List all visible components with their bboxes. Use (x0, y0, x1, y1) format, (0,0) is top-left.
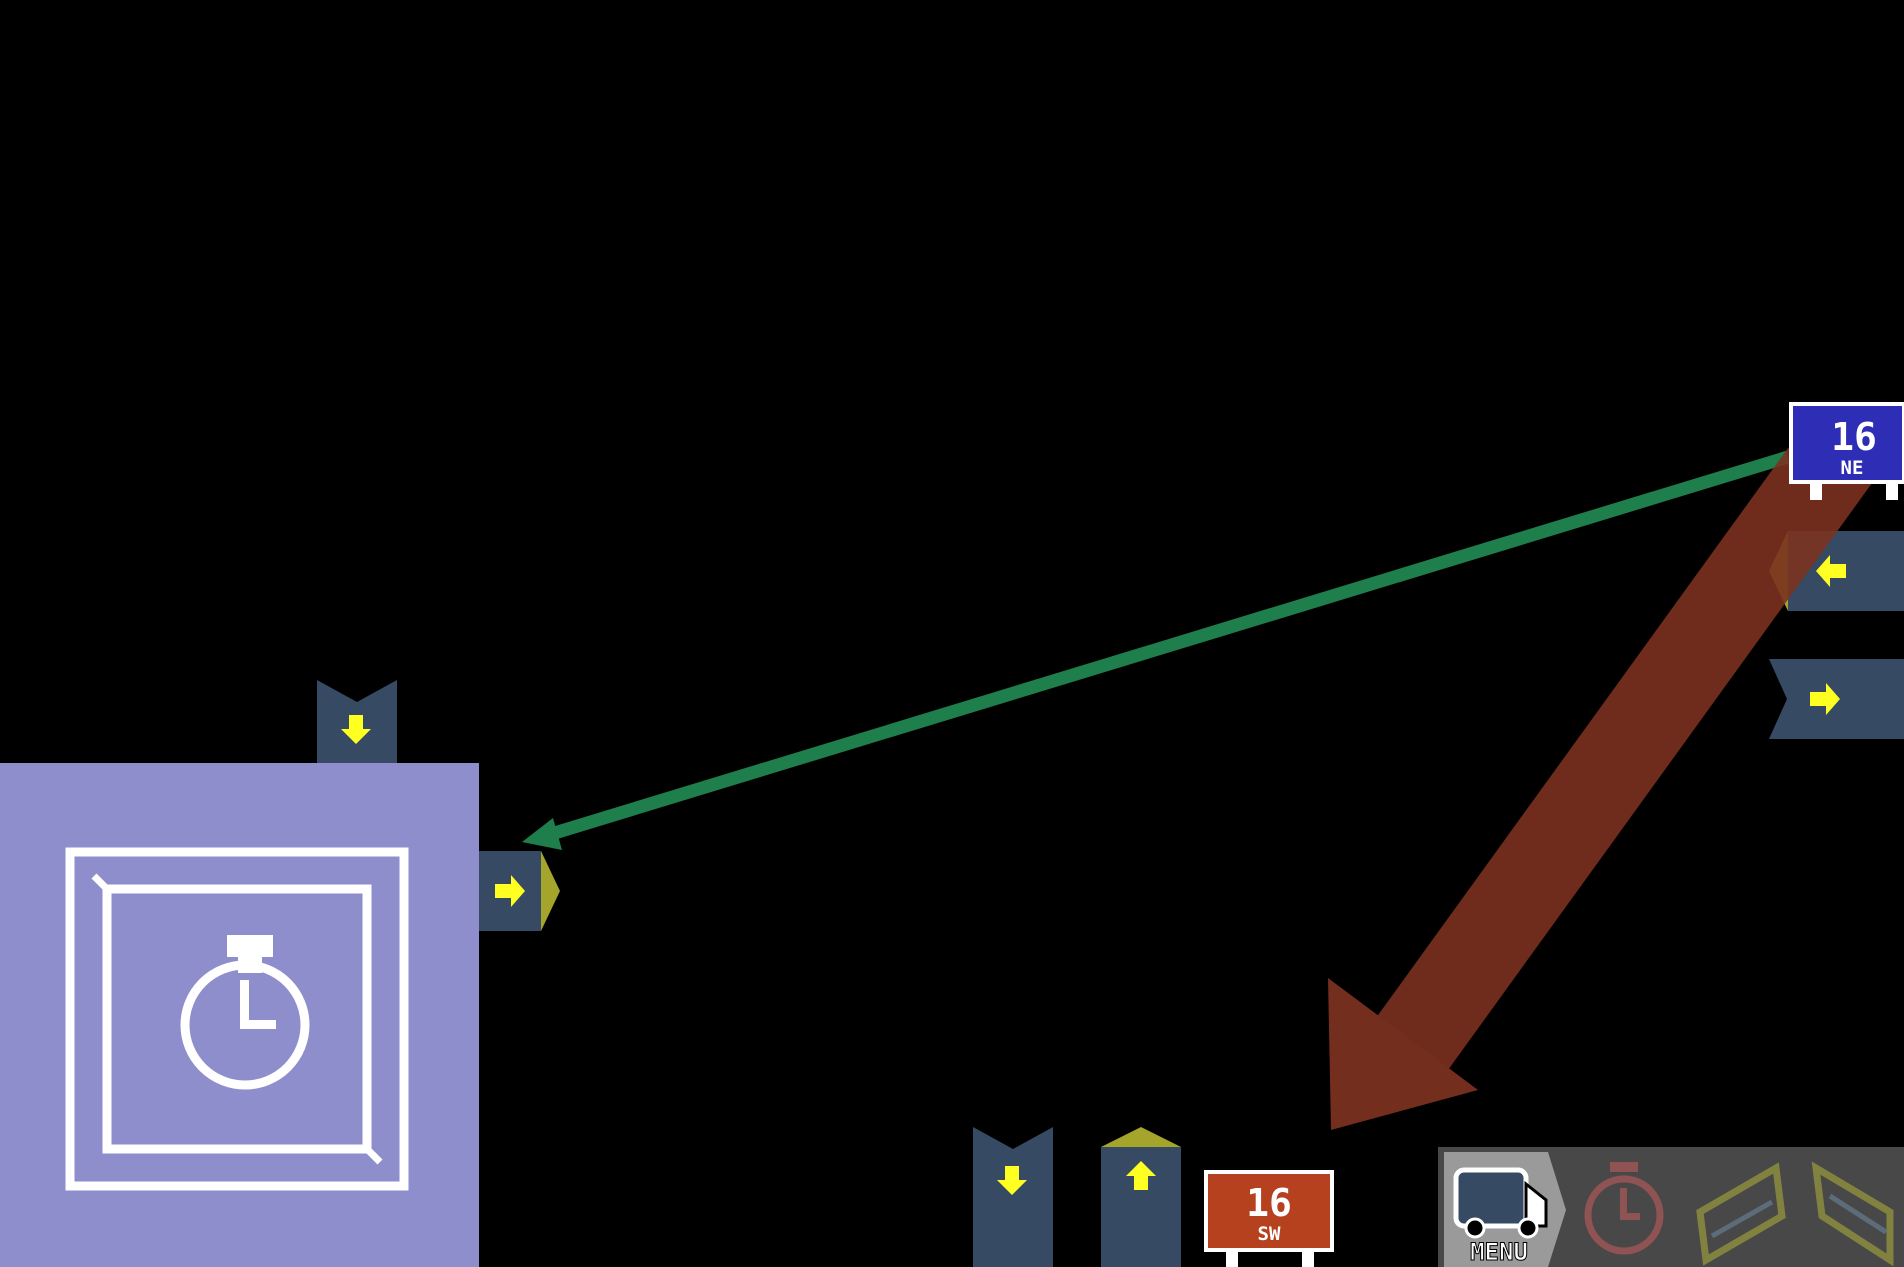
sign-sw-number: 16 (1246, 1181, 1292, 1225)
sign-sw-direction: SW (1258, 1223, 1281, 1245)
output-port-far-right[interactable] (1769, 659, 1904, 739)
toolbar: MENU (1438, 1147, 1904, 1267)
arrow-down-icon (997, 1166, 1027, 1195)
sign-ne[interactable]: 16 NE (1789, 402, 1904, 500)
arrow-left-icon (1816, 555, 1846, 587)
sign-ne-direction: NE (1841, 457, 1864, 479)
belt-tool-2[interactable] (1811, 1161, 1894, 1267)
route-red[interactable] (1328, 448, 1880, 1130)
truck-icon (1453, 1167, 1548, 1239)
output-port-bottom[interactable] (1101, 1127, 1181, 1267)
belt-tool[interactable] (1696, 1162, 1786, 1266)
sign-ne-number: 16 (1831, 415, 1877, 459)
arrow-right-icon (495, 875, 525, 907)
arrow-up-icon (1126, 1161, 1156, 1190)
conveyor-icon (1696, 1162, 1786, 1266)
input-port-bottom[interactable] (973, 1127, 1053, 1267)
conveyor-icon (1811, 1161, 1894, 1267)
sign-sw[interactable]: 16 SW (1204, 1170, 1334, 1267)
input-port-top[interactable] (317, 680, 397, 763)
menu-label: MENU (1470, 1238, 1528, 1266)
arrow-right-icon (1810, 683, 1840, 715)
output-port-right[interactable] (479, 851, 560, 931)
stopwatch-icon (1584, 1162, 1664, 1255)
route-green[interactable] (522, 450, 1790, 850)
timer-block[interactable] (0, 763, 479, 1267)
arrow-down-icon (341, 715, 371, 744)
timer-tool[interactable] (1584, 1162, 1664, 1255)
stopwatch-icon (180, 935, 310, 1090)
menu-button[interactable]: MENU (1444, 1152, 1566, 1267)
